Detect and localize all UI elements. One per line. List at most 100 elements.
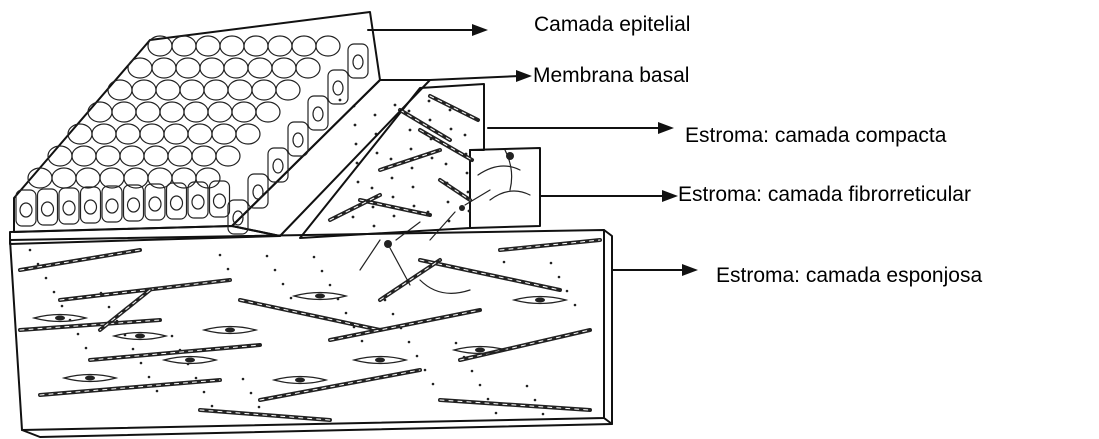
spindle-nucleus xyxy=(375,358,385,363)
cell-top xyxy=(140,124,164,144)
stroma-granule xyxy=(329,284,332,287)
cell-side xyxy=(268,148,288,182)
cell-top xyxy=(220,36,244,56)
collagen-fiber-highlight xyxy=(200,410,330,420)
stroma-granule xyxy=(374,114,377,117)
stroma-granule xyxy=(408,341,411,344)
cell-top xyxy=(68,124,92,144)
stroma-granule xyxy=(357,181,360,184)
stroma-granule xyxy=(464,134,467,137)
stroma-granule xyxy=(447,201,450,204)
cell-top xyxy=(212,124,236,144)
cell-top xyxy=(236,124,260,144)
labels: Camada epitelial Membrana basal Estroma:… xyxy=(533,13,982,287)
cell-top xyxy=(112,102,136,122)
stroma-granule xyxy=(187,363,190,366)
cell-front xyxy=(59,188,79,224)
stroma-granule xyxy=(61,305,64,308)
label-spongy-stroma: Estroma: camada esponjosa xyxy=(716,264,982,287)
cell-top xyxy=(100,168,124,188)
stroma-granule xyxy=(390,158,393,161)
stroma-granule xyxy=(156,390,159,393)
stroma-granule xyxy=(77,333,80,336)
cell-top xyxy=(52,168,76,188)
stroma-granule xyxy=(503,261,506,264)
spindle-nucleus xyxy=(85,376,95,381)
cell-top xyxy=(144,146,168,166)
cell-side xyxy=(248,174,268,208)
cell-nucleus xyxy=(42,202,54,216)
spindle-nucleus xyxy=(315,294,325,299)
cell-top xyxy=(152,58,176,78)
cell-top xyxy=(272,58,296,78)
cell-side xyxy=(308,96,328,130)
cell-side xyxy=(288,122,308,156)
stroma-granule xyxy=(526,385,529,388)
stroma-granule xyxy=(550,262,553,265)
stroma-granule xyxy=(250,392,253,395)
cell-top xyxy=(160,102,184,122)
stroma-granule xyxy=(416,355,419,358)
stroma-granule xyxy=(391,177,394,180)
label-fibroreticular-stroma: Estroma: camada fibrorreticular xyxy=(678,183,971,206)
cell-top xyxy=(204,80,228,100)
stroma-granule xyxy=(339,99,342,102)
stroma-granule xyxy=(313,256,316,259)
stroma-granule xyxy=(345,312,348,315)
collagen-fiber-highlight xyxy=(40,380,220,395)
stroma-granule xyxy=(427,211,430,214)
cell-nucleus xyxy=(149,197,161,211)
stroma-granule xyxy=(290,297,293,300)
arrow-spongy xyxy=(612,264,698,276)
stroma-granule xyxy=(400,327,403,330)
cell-nucleus xyxy=(214,194,226,208)
stroma-granule xyxy=(411,167,414,170)
label-basal-membrane: Membrana basal xyxy=(533,64,689,87)
stroma-granule xyxy=(195,377,198,380)
stroma-granule xyxy=(558,276,561,279)
callout-arrows xyxy=(368,24,698,276)
cell-top xyxy=(92,124,116,144)
stroma-granule xyxy=(203,391,206,394)
stroma-granule xyxy=(258,406,261,409)
cell-top xyxy=(196,168,220,188)
cell-top xyxy=(148,168,172,188)
stroma-granule xyxy=(211,405,214,408)
stroma-granule xyxy=(69,319,72,322)
stroma-granule xyxy=(148,376,151,379)
cell-top xyxy=(184,102,208,122)
cell-top xyxy=(252,80,276,100)
spindle-nucleus xyxy=(295,378,305,383)
stroma-granule xyxy=(574,304,577,307)
stroma-granule xyxy=(428,100,431,103)
stroma-granule xyxy=(353,326,356,329)
cell-front xyxy=(38,189,58,225)
cell-top xyxy=(292,36,316,56)
cell-nucleus xyxy=(20,203,32,217)
cell-nucleus xyxy=(313,107,323,121)
stroma-granule xyxy=(179,349,182,352)
cell-nucleus xyxy=(192,195,204,209)
cell-nucleus xyxy=(253,185,263,199)
cell-top xyxy=(228,80,252,100)
stroma-granule xyxy=(355,143,358,146)
stroma-granule xyxy=(53,291,56,294)
cell-nucleus xyxy=(85,200,97,214)
stroma-granule xyxy=(446,182,449,185)
arrow-fibroreticular xyxy=(540,190,678,202)
cell-top xyxy=(244,36,268,56)
arrow-compact xyxy=(488,122,674,134)
stroma-granule xyxy=(487,398,490,401)
stroma-granule xyxy=(140,362,143,365)
stroma-granule xyxy=(100,292,103,295)
stroma-granule xyxy=(37,263,40,266)
label-epithelial-layer: Camada epitelial xyxy=(534,13,690,36)
stroma-granule xyxy=(445,163,448,166)
stroma-granule xyxy=(431,157,434,160)
spindle-nucleus xyxy=(55,316,65,321)
stroma-granule xyxy=(393,215,396,218)
cell-top xyxy=(72,146,96,166)
cell-nucleus xyxy=(63,201,75,215)
stroma-granule xyxy=(372,206,375,209)
